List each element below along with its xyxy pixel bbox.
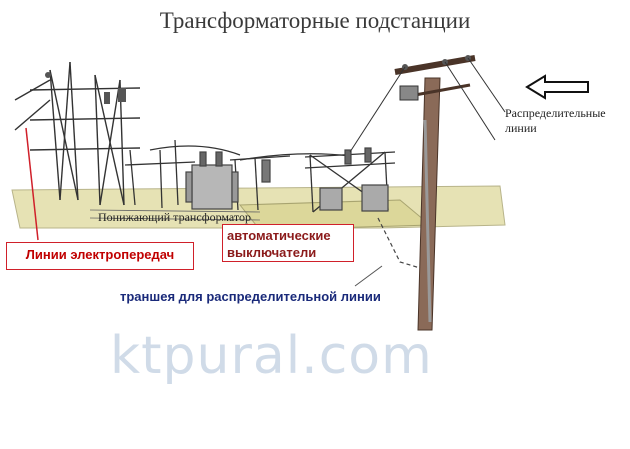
label-trench: траншея для распределительной линии bbox=[120, 288, 390, 305]
label-step-down-transformer: Понижающий трансформатор bbox=[98, 210, 251, 225]
label-power-lines: Линии электропередач bbox=[6, 242, 194, 270]
page-title: Трансформаторные подстанции bbox=[0, 8, 630, 34]
label-circuit-breakers: автоматические выключатели bbox=[222, 224, 354, 262]
watermark-text: ktpural.com bbox=[110, 326, 433, 386]
trench-leader bbox=[355, 266, 382, 286]
left-arrow-icon bbox=[527, 76, 588, 98]
label-distribution-lines: Распределительные линии bbox=[505, 106, 623, 136]
transmission-tower bbox=[15, 62, 140, 205]
